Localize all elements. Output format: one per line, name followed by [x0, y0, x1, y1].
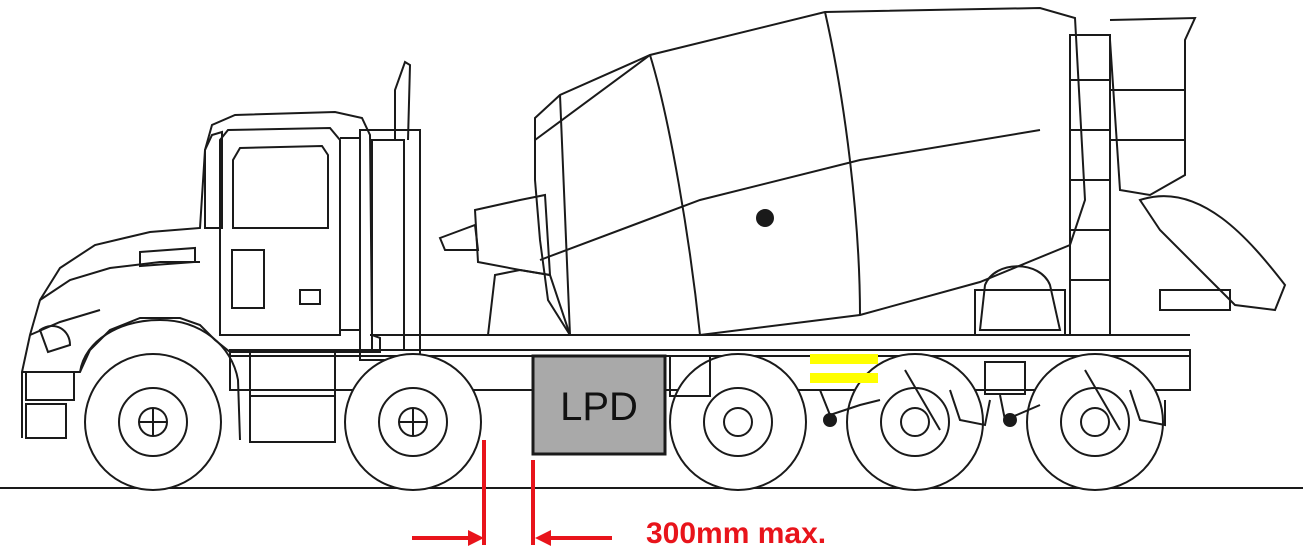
truck-cab — [21, 60, 421, 443]
lpd-box — [531, 354, 667, 456]
rear-wheel-2 — [846, 353, 984, 491]
mixer-drum — [438, 6, 1287, 336]
rear-wheel-1 — [669, 353, 807, 491]
dimension-label: 300mm max. — [646, 517, 826, 550]
rear-suspension — [669, 355, 1166, 431]
wheels — [84, 353, 1164, 491]
rear-wheel-3 — [1026, 353, 1164, 491]
front-wheel-1 — [84, 353, 222, 491]
front-wheel-2 — [344, 353, 482, 491]
highlight-marker-upper — [810, 354, 878, 364]
highlight-marker-lower — [810, 373, 878, 383]
dimension-marker — [412, 440, 612, 546]
lpd-label: LPD — [560, 385, 638, 429]
